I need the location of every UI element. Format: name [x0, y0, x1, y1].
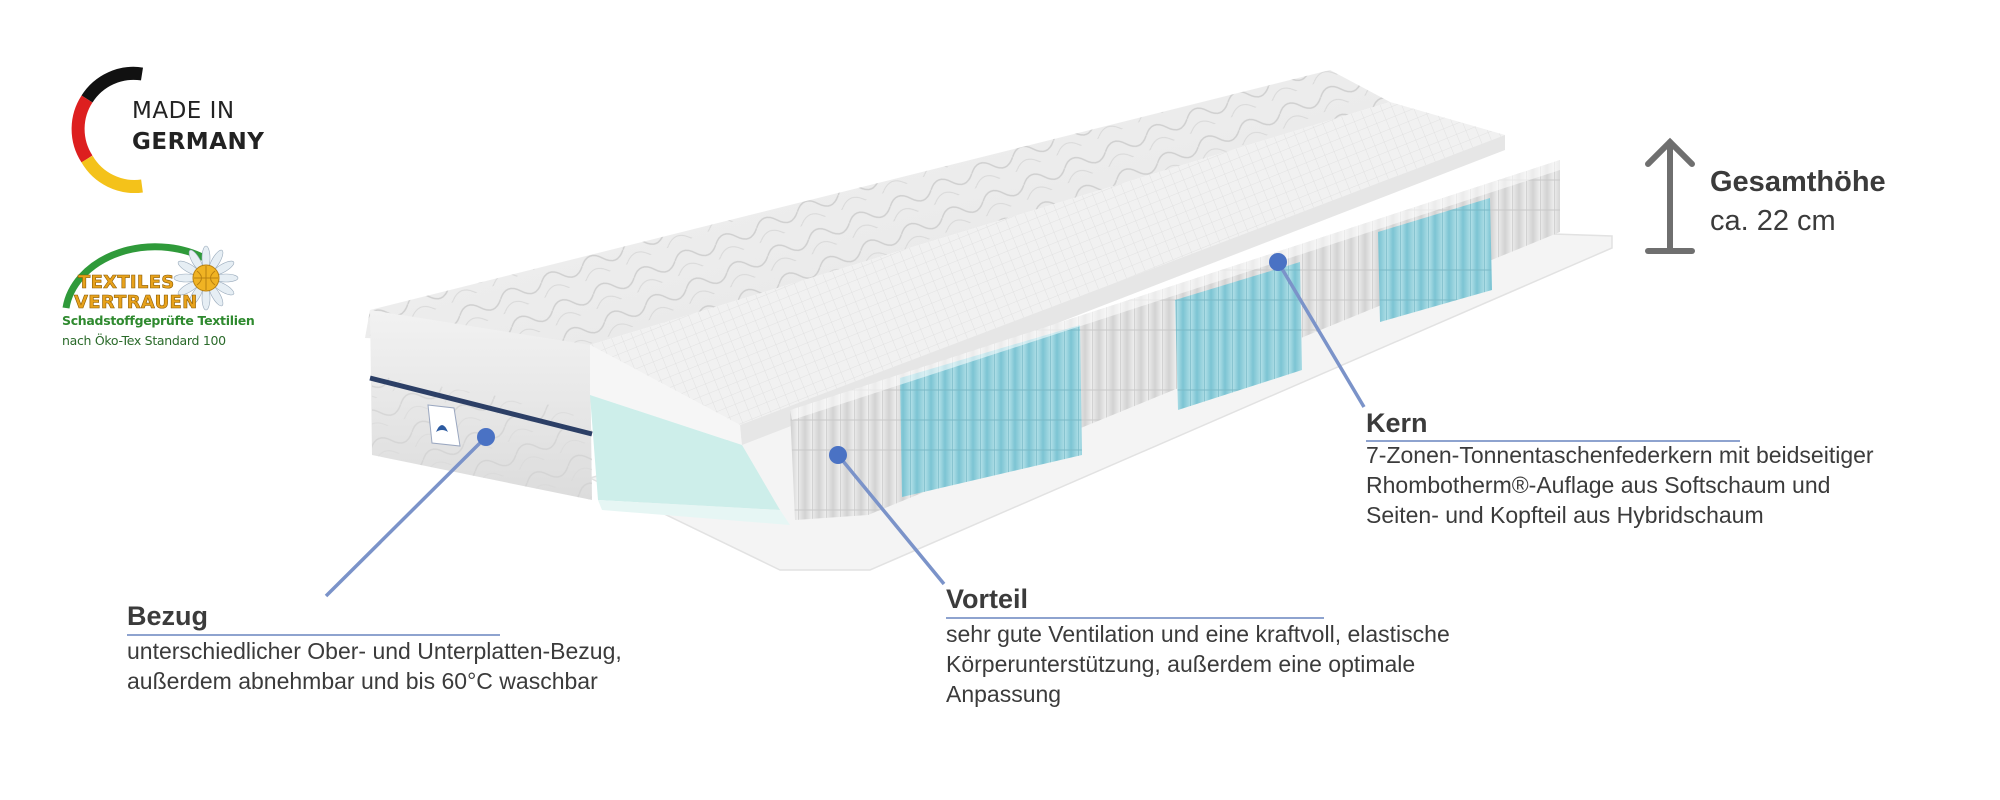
callout-leader-bezug	[324, 428, 495, 598]
oeko-standard-text: nach Öko-Tex Standard 100	[62, 333, 226, 348]
germany-flag-arc-icon	[71, 66, 143, 193]
brand-label-icon	[427, 404, 461, 447]
spring-zone-blue-3	[1378, 198, 1492, 322]
callout-underline	[1366, 440, 1740, 442]
oeko-subtitle: Schadstoffgeprüfte Textilien	[62, 313, 255, 328]
callout-line: Körperunterstützung, außerdem eine optim…	[946, 651, 1416, 677]
textiles-text: TEXTILES	[78, 272, 175, 294]
height-arrow-icon	[1645, 137, 1695, 254]
callout-line: Anpassung	[946, 681, 1062, 707]
callout-title: Vorteil	[946, 584, 1029, 614]
callout-line: 7-Zonen-Tonnentaschenfederkern mit beids…	[1366, 442, 1874, 468]
callout-line: außerdem abnehmbar und bis 60°C waschbar	[127, 668, 598, 694]
callout-title: Kern	[1366, 408, 1428, 438]
callout-underline	[946, 617, 1324, 619]
callout-line: Seiten- und Kopfteil aus Hybridschaum	[1366, 502, 1764, 528]
made-in-text: MADE IN	[132, 98, 235, 124]
callout-leader-kern	[1269, 253, 1366, 408]
callout-line: sehr gute Ventilation und eine kraftvoll…	[946, 621, 1450, 647]
hybrid-foam-section	[590, 395, 780, 510]
callout-line: Rhombotherm®-Auflage aus Softschaum und	[1366, 472, 1831, 498]
height-value: ca. 22 cm	[1710, 205, 1836, 237]
callout-leader-vorteil	[829, 446, 946, 586]
germany-text: GERMANY	[132, 129, 265, 155]
callout-line: unterschiedlicher Ober- und Unterplatten…	[127, 638, 622, 664]
callout-title: Bezug	[127, 601, 208, 631]
callout-underline	[127, 634, 500, 636]
vertrauen-text: VERTRAUEN	[74, 292, 198, 314]
spring-zone-blue-2	[1175, 262, 1302, 410]
oeko-tex-arc-icon	[62, 243, 239, 311]
daisy-icon	[173, 245, 239, 311]
navy-piping	[369, 375, 593, 437]
height-title: Gesamthöhe	[1710, 166, 1886, 198]
